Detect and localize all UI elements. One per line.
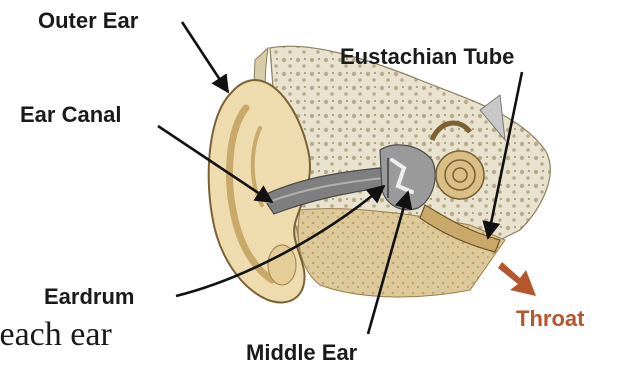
eustachian-tube-label: Eustachian Tube <box>340 44 514 69</box>
caption-text: n each ear <box>0 318 112 352</box>
middle-ear-cavity <box>380 145 435 210</box>
throat-label: Throat <box>516 306 585 331</box>
outer-ear-label: Outer Ear <box>38 8 139 33</box>
eardrum-label: Eardrum <box>44 284 134 309</box>
middle-ear-label: Middle Ear <box>246 340 358 365</box>
ear-canal-label: Ear Canal <box>20 102 122 127</box>
outer-ear-pointer <box>182 22 228 92</box>
throat-arrow-icon <box>498 262 536 296</box>
